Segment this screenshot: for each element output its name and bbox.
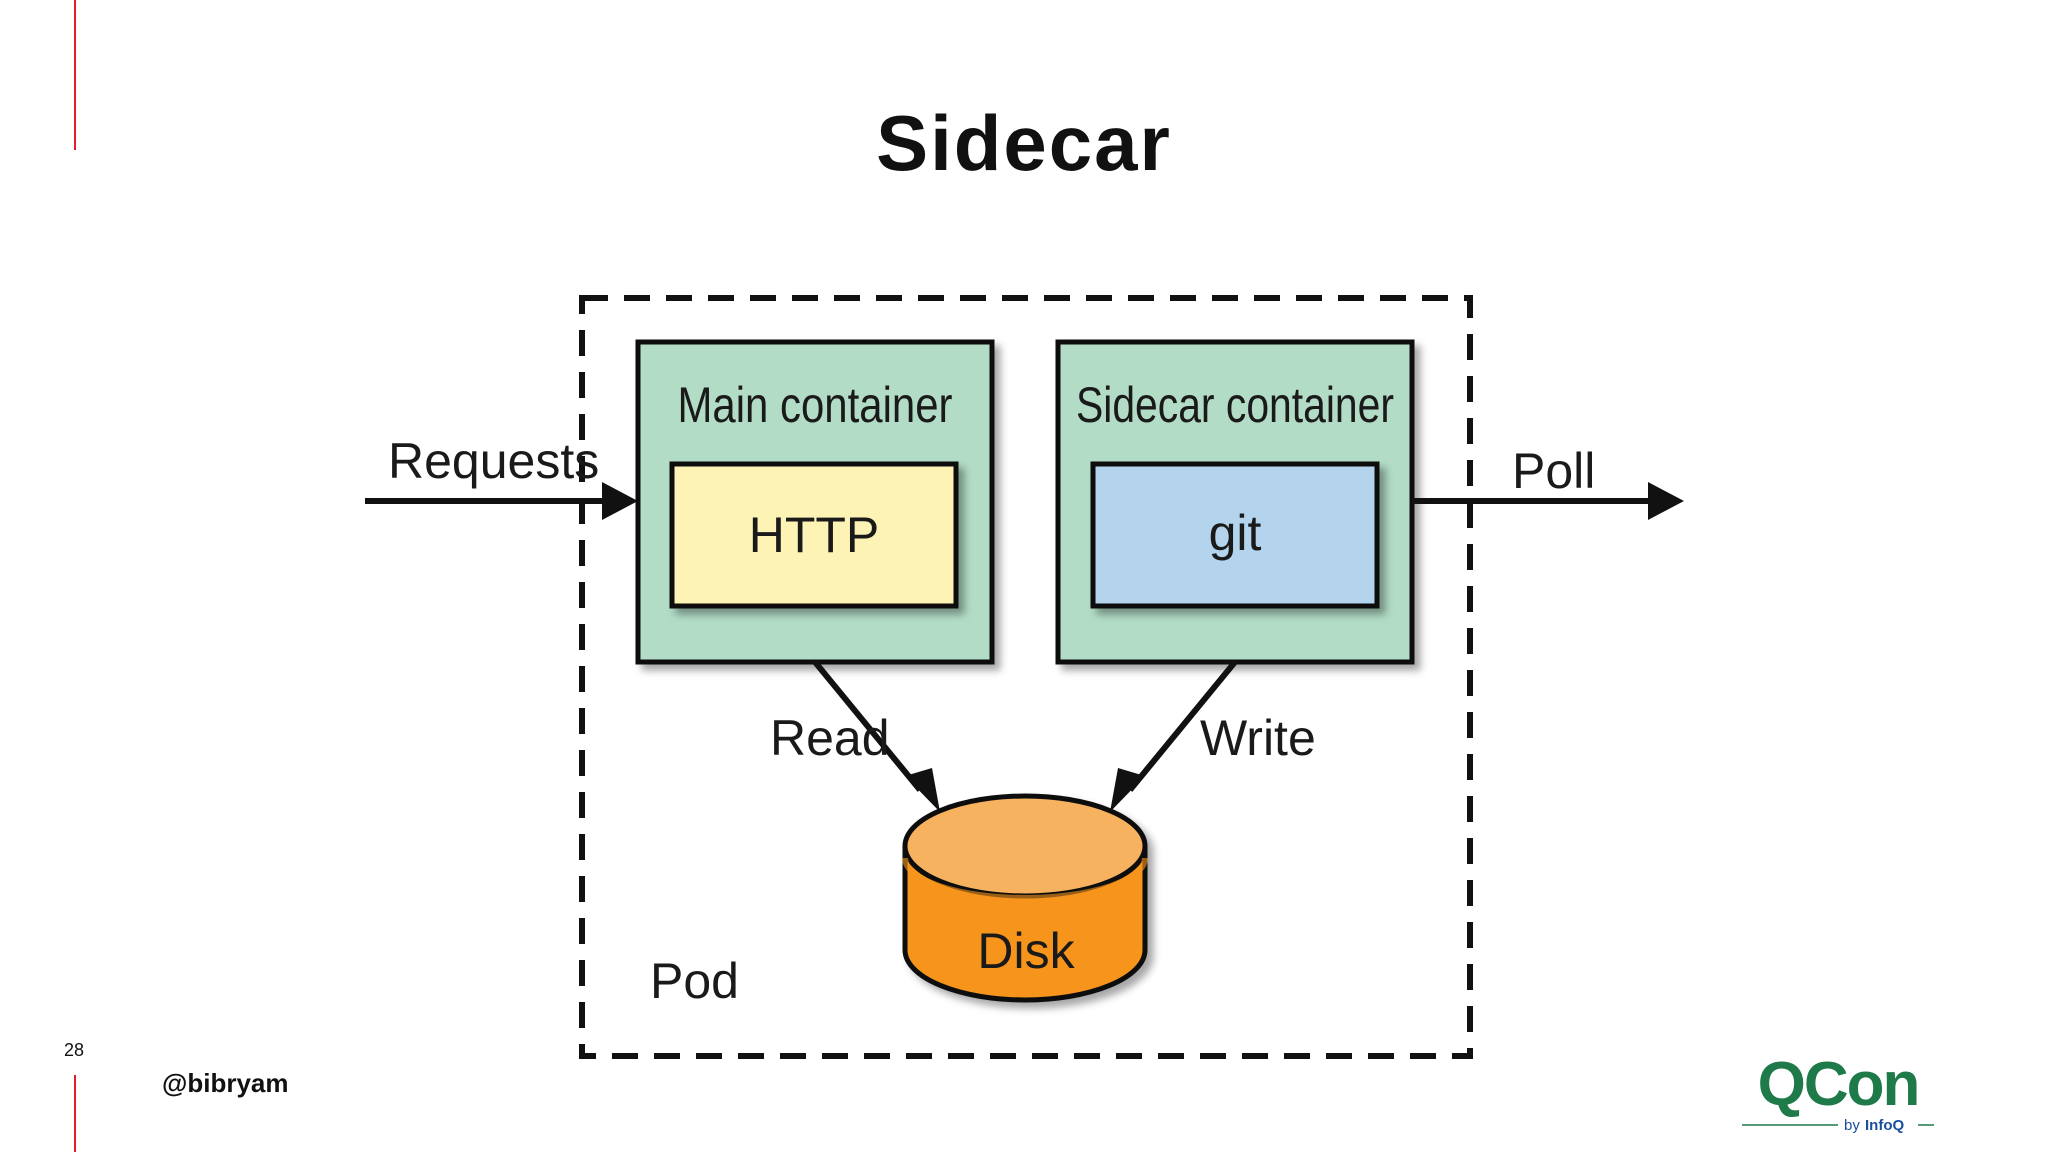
slide-title: Sidecar — [876, 99, 1172, 187]
write-label: Write — [1200, 710, 1316, 766]
http-label: HTTP — [749, 507, 880, 563]
logo-by: by — [1844, 1117, 1860, 1134]
page-number: 28 — [64, 1040, 85, 1060]
read-label: Read — [770, 710, 890, 766]
pod-boundary — [579, 295, 1473, 1059]
git-box — [1090, 461, 1380, 609]
git-label: git — [1209, 505, 1262, 561]
poll-label: Poll — [1512, 443, 1595, 499]
read-arrowhead — [905, 768, 940, 812]
requests-arrowhead — [602, 482, 638, 520]
disk-cylinder — [902, 793, 1148, 1003]
bottom-accent-line — [74, 1075, 76, 1152]
poll-arrowhead — [1648, 482, 1684, 520]
pod-label: Pod — [650, 953, 739, 1009]
read-arrow-line — [812, 660, 923, 792]
logo-infoq: InfoQ — [1865, 1117, 1904, 1134]
write-arrow-line — [1127, 660, 1238, 792]
http-box — [669, 461, 959, 609]
sidecar-container-label: Sidecar container — [1076, 377, 1394, 433]
requests-label: Requests — [388, 433, 599, 489]
top-accent-line — [74, 0, 76, 150]
twitter-handle: @bibryam — [162, 1068, 289, 1098]
qcon-wordmark: QCon — [1758, 1055, 1919, 1119]
main-container-label: Main container — [678, 377, 953, 433]
disk-label: Disk — [977, 923, 1075, 979]
qcon-logo: QCon by InfoQ — [1742, 1055, 1934, 1134]
write-arrowhead — [1110, 768, 1145, 812]
